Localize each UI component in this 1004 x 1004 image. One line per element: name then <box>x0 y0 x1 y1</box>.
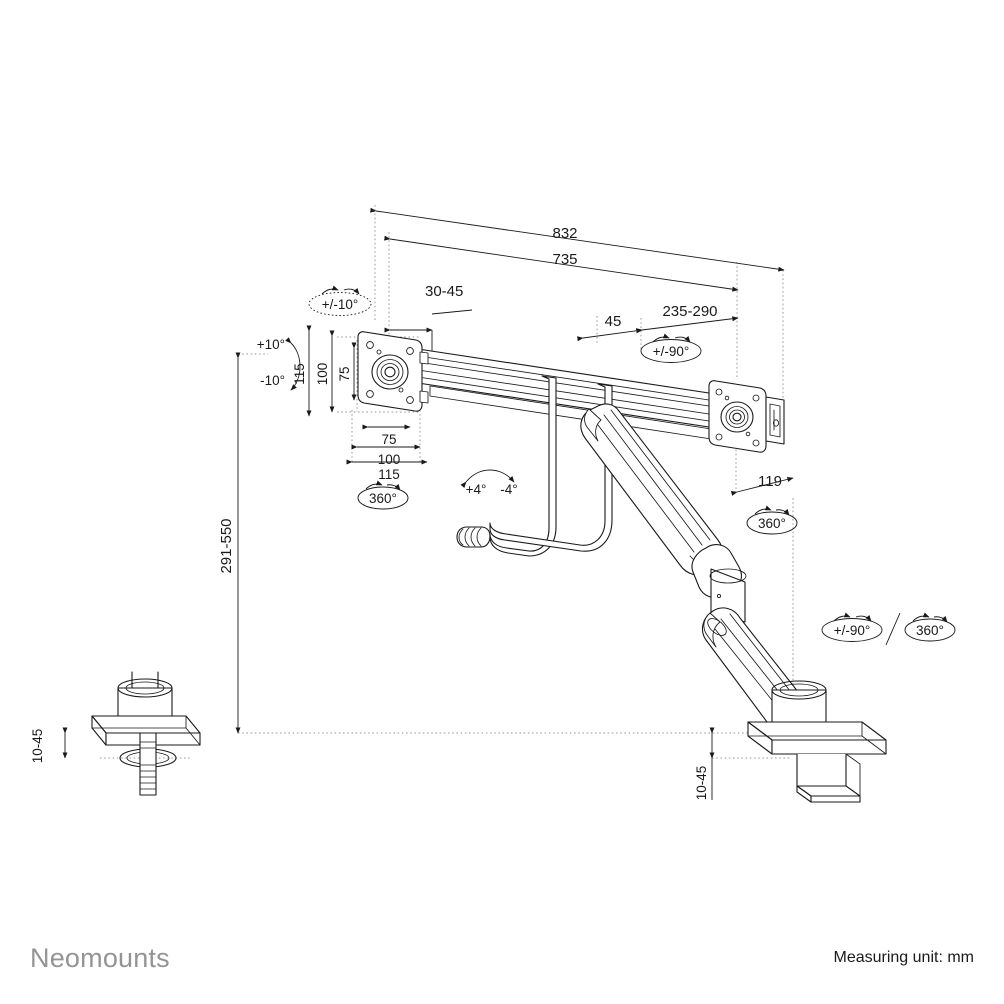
angle-crossbar-tilt-4: +4° -4° <box>460 469 518 497</box>
angle-right-monitor-360-label: 360° <box>758 516 786 531</box>
dimension-119: 119 <box>730 473 794 496</box>
angle-right-monitor-360: 360° <box>746 505 798 535</box>
dimension-clamp-10-45-label: 10-45 <box>694 766 709 801</box>
dimension-45: 45 <box>577 313 643 342</box>
dimension-vesa-75v-label: 75 <box>337 366 352 381</box>
angle-plate-rotate-10: +/-10° <box>308 285 372 316</box>
dimension-vesa-100: 100 <box>315 330 335 413</box>
angle-crossbar-up-label: +4° <box>466 482 487 497</box>
dimension-vesa-115h: 115 <box>346 459 428 482</box>
dimension-grommet-10-45-label: 10-45 <box>30 729 45 764</box>
dimension-vesa-75h: 75 <box>362 424 411 447</box>
dimension-735-label: 735 <box>552 251 577 268</box>
dimension-291-550-label: 291-550 <box>218 518 235 573</box>
coiled-cable <box>456 526 491 548</box>
angle-left-monitor-360: 360° <box>357 480 409 510</box>
dimension-119-label: 119 <box>758 473 782 490</box>
angle-tilt-down-label: -10° <box>260 373 285 388</box>
dimension-vesa-100h-label: 100 <box>378 452 401 467</box>
dimension-235-290: 235-290 <box>636 303 739 334</box>
dimension-vesa-75h-label: 75 <box>381 432 396 447</box>
brand-logo: Neomounts <box>30 942 170 973</box>
page-footer: Neomounts Measuring unit: mm <box>0 930 1004 1004</box>
grommet-mount-left <box>91 671 201 796</box>
angle-left-monitor-360-label: 360° <box>369 491 397 506</box>
angle-tilt-up-label: +10° <box>257 337 285 352</box>
angle-base-swivel-label: +/-90° <box>834 623 871 638</box>
angle-plate-rotate-10-label: +/-10° <box>322 297 359 312</box>
angle-tilt-10: +10° -10° <box>257 337 301 391</box>
angle-upper-arm-90: +/-90° <box>640 333 702 363</box>
dimension-832-label: 832 <box>552 225 577 242</box>
dimension-vesa-115h-label: 115 <box>378 467 400 482</box>
angle-base-rotation-label: 360° <box>916 623 944 638</box>
dimension-30-45: 30-45 <box>384 283 473 352</box>
desk-clamp-right <box>747 680 887 803</box>
angle-crossbar-down-label: -4° <box>500 482 517 497</box>
product-illustration <box>91 331 887 803</box>
measuring-unit-note: Measuring unit: mm <box>833 949 975 966</box>
dimension-grommet-10-45: 10-45 <box>30 727 68 764</box>
right-vesa-plate <box>708 380 785 453</box>
dimension-clamp-10-45: 10-45 <box>694 727 715 801</box>
dimension-735: 735 <box>384 235 739 292</box>
dimension-vesa-75v: 75 <box>337 342 357 401</box>
dimension-30-45-label: 30-45 <box>425 283 463 300</box>
cable-management-hook <box>456 375 613 557</box>
dimension-291-550: 291-550 <box>218 352 241 734</box>
dimension-235-290-label: 235-290 <box>662 303 717 320</box>
dimension-45-label: 45 <box>605 313 622 330</box>
left-vesa-plate <box>357 331 429 412</box>
angle-upper-arm-90-label: +/-90° <box>653 344 690 359</box>
dimension-vesa-100-label: 100 <box>315 363 330 386</box>
angle-base-group: +/-90° 360° <box>821 612 956 646</box>
